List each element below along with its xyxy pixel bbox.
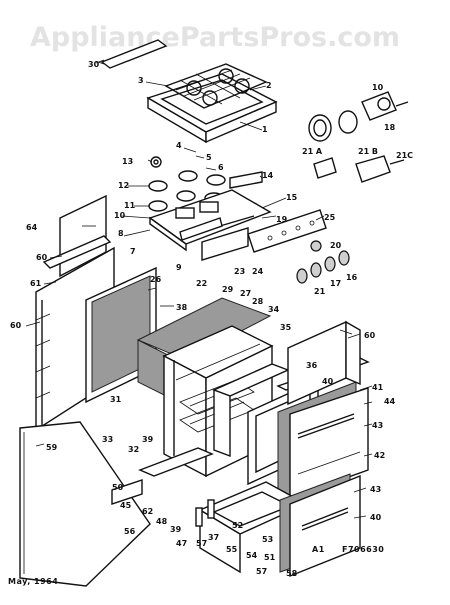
callout-4: 4 <box>176 141 182 150</box>
callout-10-valve: 10 <box>372 83 384 92</box>
callout-34: 34 <box>268 305 280 314</box>
callout-39-low: 39 <box>170 525 182 534</box>
callout-27: 27 <box>240 289 251 298</box>
callout-35: 35 <box>280 323 292 332</box>
callout-labels: 30 3 2 1 4 5 6 13 12 11 10 8 7 9 22 23 2… <box>10 60 413 578</box>
callout-7: 7 <box>130 247 136 256</box>
callout-9: 9 <box>176 263 182 272</box>
footer-code-a: A1 <box>312 545 325 554</box>
callout-24: 24 <box>252 267 264 276</box>
callout-37: 37 <box>208 533 219 542</box>
callout-38: 38 <box>176 303 188 312</box>
callout-22: 22 <box>196 279 207 288</box>
callout-43-drawer: 43 <box>370 485 381 494</box>
callout-60-right: 60 <box>364 331 376 340</box>
callout-42: 42 <box>374 451 385 460</box>
callout-31: 31 <box>110 395 122 404</box>
callout-18: 18 <box>384 123 396 132</box>
callout-64: 64 <box>26 223 38 232</box>
callout-62: 62 <box>142 507 153 516</box>
callout-52: 52 <box>232 521 243 530</box>
callout-47: 47 <box>176 539 187 548</box>
callout-14: 14 <box>262 171 274 180</box>
burner-knobs <box>296 240 350 284</box>
callout-25: 25 <box>324 213 336 222</box>
leader-lines <box>25 59 373 519</box>
callout-15: 15 <box>286 193 298 202</box>
backguard-strip <box>97 39 168 69</box>
kick-plate <box>111 447 214 505</box>
callout-19: 19 <box>276 215 288 224</box>
callout-43: 43 <box>372 421 383 430</box>
callout-50: 50 <box>112 483 124 492</box>
callout-23: 23 <box>234 267 245 276</box>
oven-door-outer <box>289 387 369 499</box>
callout-60-side: 60 <box>10 321 22 330</box>
callout-28: 28 <box>252 297 264 306</box>
callout-11: 11 <box>124 201 136 210</box>
callout-30: 30 <box>88 60 100 69</box>
callout-56: 56 <box>124 527 136 536</box>
callout-36: 36 <box>306 361 318 370</box>
callout-59: 59 <box>46 443 58 452</box>
callout-32: 32 <box>128 445 139 454</box>
callout-57: 57 <box>196 539 207 548</box>
callout-20: 20 <box>330 241 342 250</box>
callout-48: 48 <box>156 517 168 526</box>
leveling-feet <box>195 499 215 527</box>
callout-67: 57 <box>256 567 267 576</box>
callout-16: 16 <box>346 273 358 282</box>
callout-40: 40 <box>322 377 334 386</box>
footer-date: May, 1964 <box>8 577 58 586</box>
watermark: AppliancePartsPros.com <box>30 22 400 53</box>
callout-21: 21 <box>314 287 326 296</box>
callout-54: 54 <box>246 551 258 560</box>
callout-21b: 21 B <box>358 147 378 156</box>
callout-6: 6 <box>218 163 224 172</box>
callout-3: 3 <box>138 76 144 85</box>
callout-21a: 21 A <box>302 147 323 156</box>
callout-60: 60 <box>36 253 48 262</box>
callout-51: 51 <box>264 553 276 562</box>
callout-53: 53 <box>262 535 273 544</box>
callout-29: 29 <box>222 285 234 294</box>
bottom-panel <box>19 421 151 587</box>
control-panel <box>247 209 327 253</box>
callout-61: 61 <box>30 279 42 288</box>
callout-58: 58 <box>286 569 298 578</box>
callout-26: 26 <box>150 275 162 284</box>
drawer-front <box>289 474 361 578</box>
callout-10: 10 <box>114 211 126 220</box>
callout-13: 13 <box>122 157 133 166</box>
oven-thermostat-assembly <box>308 91 409 183</box>
callout-2: 2 <box>266 81 272 90</box>
callout-41: 41 <box>372 383 384 392</box>
callout-5: 5 <box>206 153 212 162</box>
callout-55: 55 <box>226 545 238 554</box>
callout-1: 1 <box>262 125 268 134</box>
callout-45: 45 <box>120 501 132 510</box>
footer-code-b: F706630 <box>342 545 384 554</box>
right-side-panel <box>287 320 361 406</box>
callout-40-drawer: 40 <box>370 513 382 522</box>
callout-8: 8 <box>118 229 124 238</box>
burner-assembly <box>148 156 272 261</box>
callout-39: 39 <box>142 435 154 444</box>
callout-12: 12 <box>118 181 129 190</box>
cooktop-assembly <box>146 63 278 144</box>
callout-33: 33 <box>102 435 113 444</box>
callout-21c: 21C <box>396 151 413 160</box>
back-panel <box>42 194 112 278</box>
callout-17: 17 <box>330 279 341 288</box>
callout-44: 44 <box>384 397 396 406</box>
